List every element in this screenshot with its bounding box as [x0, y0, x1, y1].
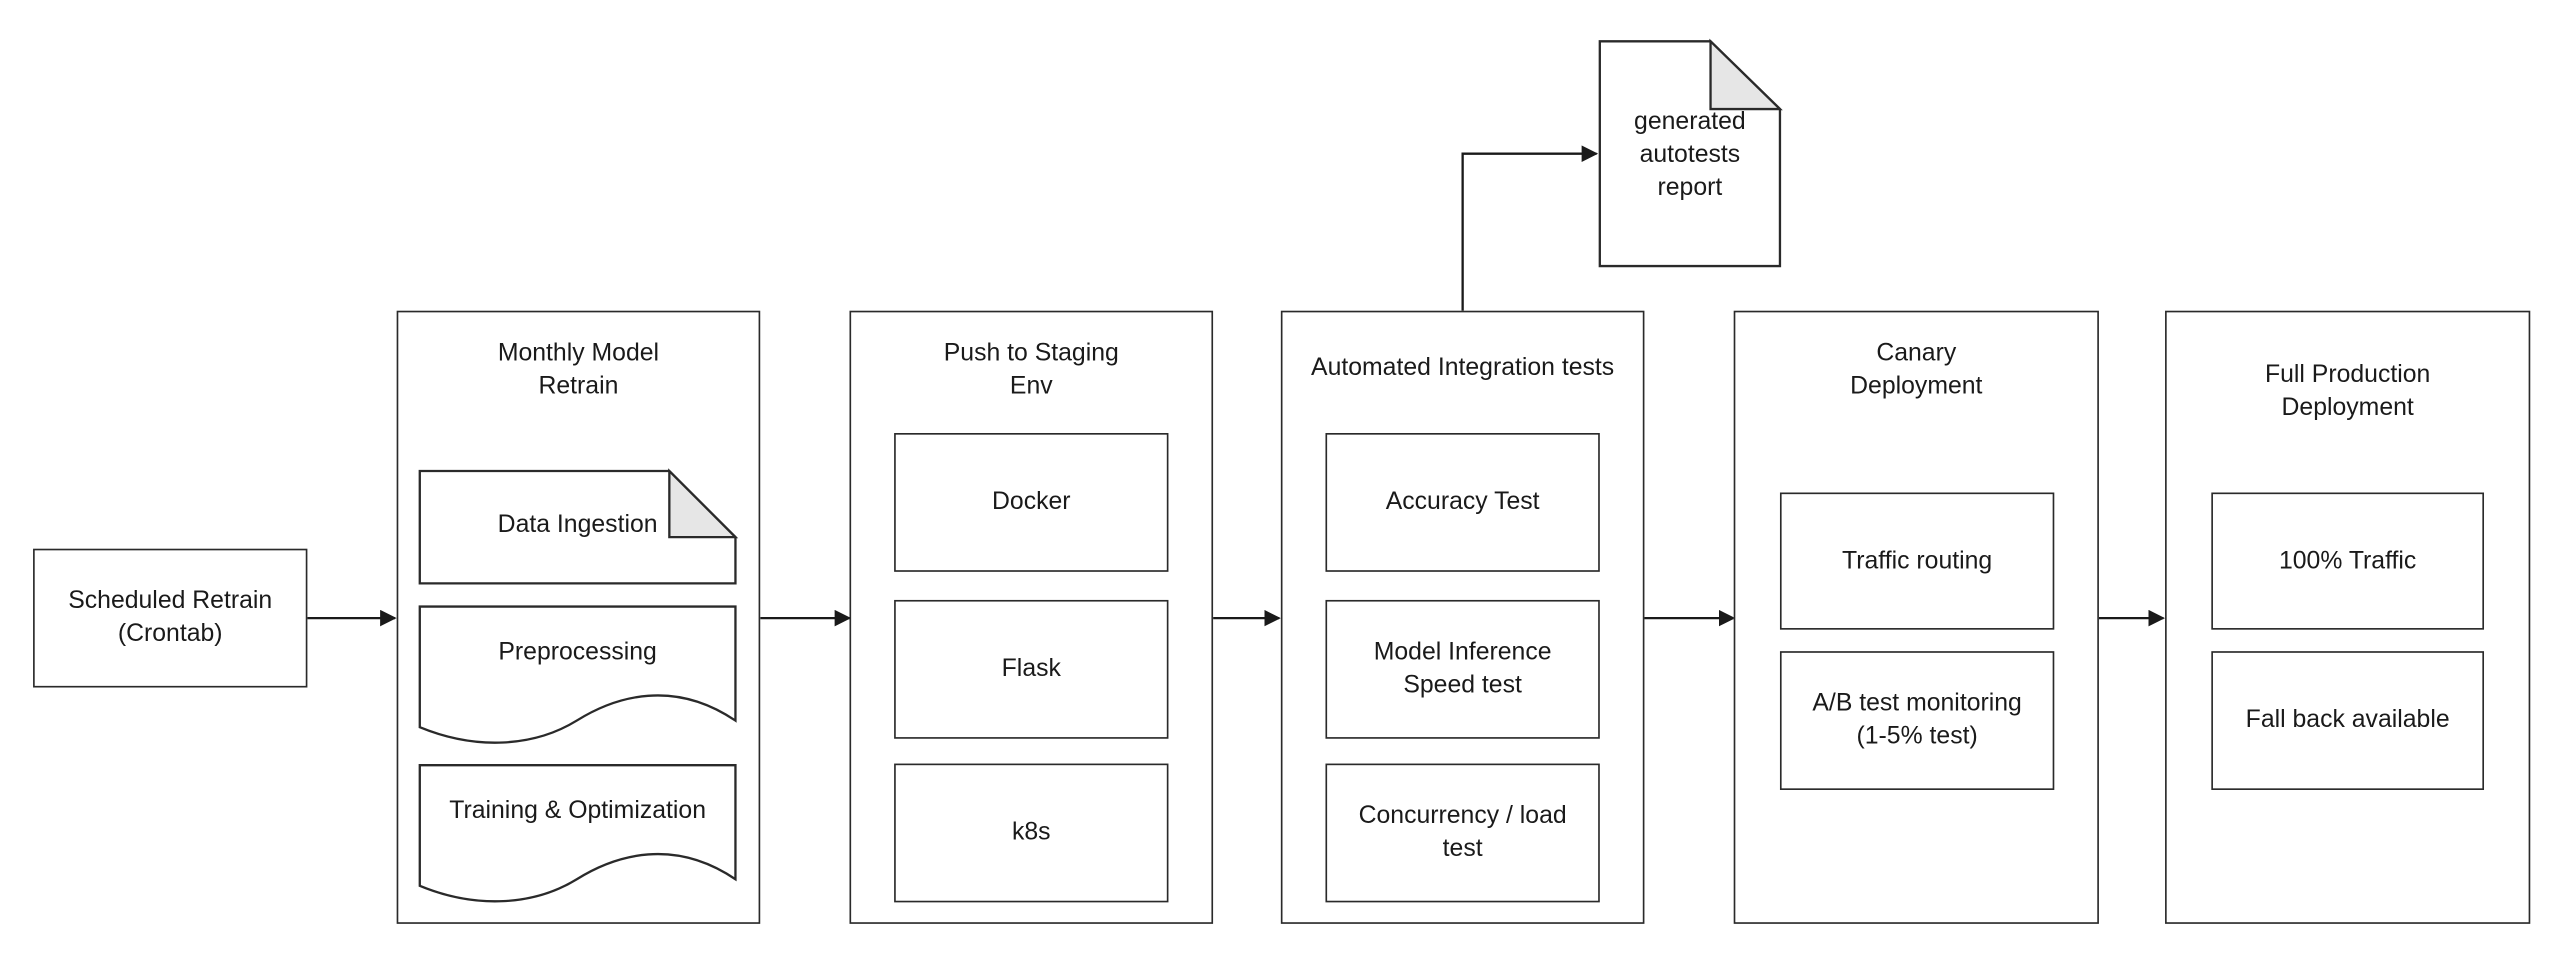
step-label: k8s	[1011, 818, 1051, 847]
step-accuracy-test: Accuracy Test	[1325, 433, 1600, 572]
step-label: 100% Traffic	[2278, 546, 2417, 575]
step-training-optimization: Training & Optimization	[418, 764, 737, 906]
scheduled-retrain-node: Scheduled Retrain (Crontab)	[33, 548, 308, 688]
autotests-report-label: generated autotests report	[1634, 107, 1746, 202]
step-flask: Flask	[894, 599, 1169, 739]
stage-title: Full Production Deployment	[2264, 360, 2431, 422]
step-fall-back-available: Fall back available	[2211, 651, 2485, 790]
document-shape-icon	[1598, 38, 1783, 268]
step-model-inference-speed-test: Model Inference Speed test	[1325, 599, 1600, 739]
stage-title: Automated Integration tests	[1311, 353, 1615, 382]
step-concurrency-load-test: Concurrency / load test	[1325, 763, 1600, 903]
scheduled-retrain-label: Scheduled Retrain (Crontab)	[68, 586, 273, 648]
step-100-percent-traffic: 100% Traffic	[2211, 492, 2485, 630]
step-k8s: k8s	[894, 763, 1169, 903]
step-label: A/B test monitoring (1-5% test)	[1812, 689, 2022, 751]
step-docker: Docker	[894, 433, 1169, 572]
step-label: Fall back available	[2245, 705, 2450, 734]
step-traffic-routing: Traffic routing	[1779, 492, 2055, 630]
step-label: Traffic routing	[1842, 546, 1993, 575]
step-label: Docker	[992, 487, 1071, 516]
note-shape-icon	[418, 468, 739, 585]
step-label: Preprocessing	[498, 637, 657, 667]
stage-title: Monthly Model Retrain	[497, 338, 660, 400]
stage-title: Push to Staging Env	[943, 338, 1119, 400]
wavy-document-icon	[418, 764, 737, 903]
autotests-report-document: generated autotests report	[1598, 38, 1783, 268]
step-label: Model Inference Speed test	[1373, 637, 1552, 700]
step-label: Training & Optimization	[449, 796, 706, 825]
step-data-ingestion: Data Ingestion	[418, 468, 739, 585]
step-label: Accuracy Test	[1385, 487, 1540, 516]
step-label: Concurrency / load test	[1358, 801, 1567, 863]
step-label: Data Ingestion	[497, 510, 658, 539]
wavy-document-icon	[418, 605, 737, 744]
step-preprocessing: Preprocessing	[418, 605, 737, 747]
arrow-tests-to-report	[1461, 145, 1599, 311]
step-label: Flask	[1001, 654, 1061, 683]
stage-title: Canary Deployment	[1850, 338, 1983, 400]
step-ab-test-monitoring: A/B test monitoring (1-5% test)	[1779, 651, 2055, 790]
